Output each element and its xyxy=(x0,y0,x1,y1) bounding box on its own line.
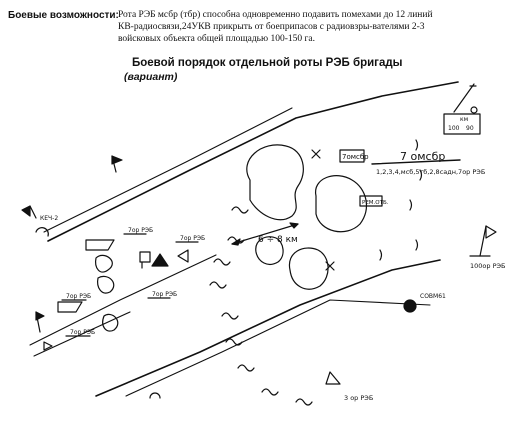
flag-kech2-pole xyxy=(29,205,37,219)
right-hatch-line xyxy=(379,139,423,261)
emitter-100-label: 100 xyxy=(448,125,460,132)
unit-7omsbr-underline xyxy=(371,159,461,165)
group-7orreb-vehicle-1 xyxy=(139,251,151,269)
flag-left-top-pole xyxy=(111,155,117,173)
sovm-symbol xyxy=(403,299,417,313)
distance-arrowhead-right xyxy=(289,222,299,229)
label-7orreb-b: 7ор РЭБ xyxy=(180,235,205,242)
flag-3orreb xyxy=(325,371,341,385)
left-sector-line-2 xyxy=(33,311,131,357)
emitter-90-label: 90 xyxy=(466,125,474,132)
unit-7omsbr-label: 7омсбр xyxy=(342,153,369,161)
emitter-symbol xyxy=(470,106,478,114)
group-7orreb-vehicle-2 xyxy=(151,253,169,267)
cross-symbol-2 xyxy=(325,261,335,271)
label-7orreb-e: 7ор РЭБ xyxy=(70,329,95,336)
group-7orreb-vehicle-3 xyxy=(177,249,189,263)
label-rem-otb: РЕМ.ОТБ. xyxy=(362,200,389,206)
left-flag-2-pole xyxy=(35,311,41,333)
label-100orreb: 100ор РЭБ xyxy=(470,262,506,270)
battalion-area xyxy=(315,175,368,233)
forward-boundary-line xyxy=(47,81,459,242)
flag-kech2 xyxy=(21,205,31,217)
group-7orreb-c-box xyxy=(57,301,83,313)
flag-100orreb xyxy=(485,225,497,239)
capabilities-text: Рота РЭБ мсбр (тбр) способна одновременн… xyxy=(118,10,433,44)
unit-7omsbr-box xyxy=(339,149,365,163)
unit-7omsbr-detail: 1,2,3,4,мсб,5тб,2,8садн,7ор РЭБ xyxy=(376,168,485,176)
kech2-arc xyxy=(35,227,49,237)
forward-boundary-line-2 xyxy=(43,107,293,233)
rear-boundary-line-2 xyxy=(125,299,431,397)
distance-arrow xyxy=(231,223,299,245)
left-sector-line xyxy=(29,254,217,346)
unit-7omsbr-big: 7 омсбр xyxy=(400,150,445,163)
label-7orreb-d: 7ор РЭБ xyxy=(152,291,177,298)
battalion-area-3 xyxy=(255,236,284,265)
label-sovm: СОВМ61 xyxy=(420,293,446,300)
left-flag-2 xyxy=(35,311,45,321)
rear-boundary-line xyxy=(95,259,441,397)
label-kech2: КЕЧ-2 xyxy=(40,215,58,222)
cross-symbol-1 xyxy=(311,149,321,159)
emitter-km-label: км xyxy=(460,116,468,123)
front-line xyxy=(209,206,313,406)
left-antenna-3 xyxy=(102,313,119,332)
label-7orreb-c: 7ор РЭБ xyxy=(66,293,91,300)
rem-otb-box xyxy=(359,195,383,207)
brigade-area xyxy=(246,144,304,221)
bottom-antenna xyxy=(149,392,161,399)
capabilities-label: Боевые возможности: xyxy=(8,10,119,21)
label-3orreb: 3 ор РЭБ xyxy=(344,394,373,402)
distance-label: 6 ÷ 8 км xyxy=(258,235,298,245)
left-antenna-2 xyxy=(97,275,115,294)
flag-left-top xyxy=(111,155,123,165)
flag-100orreb-pole xyxy=(479,225,487,257)
battalion-area-2 xyxy=(288,247,329,290)
diagram-subtitle: (вариант) xyxy=(124,71,178,83)
left-flag-3 xyxy=(43,341,53,351)
diagram-title: Боевой порядок отдельной роты РЭБ бригад… xyxy=(132,57,403,69)
label-7orreb-a: 7ор РЭБ xyxy=(128,227,153,234)
group-7orreb-antenna xyxy=(95,254,113,273)
emitter-mast xyxy=(453,83,477,113)
group-7orreb-a-box xyxy=(85,239,115,251)
distance-arrowhead-left xyxy=(231,238,241,246)
emitter-box xyxy=(443,113,481,135)
